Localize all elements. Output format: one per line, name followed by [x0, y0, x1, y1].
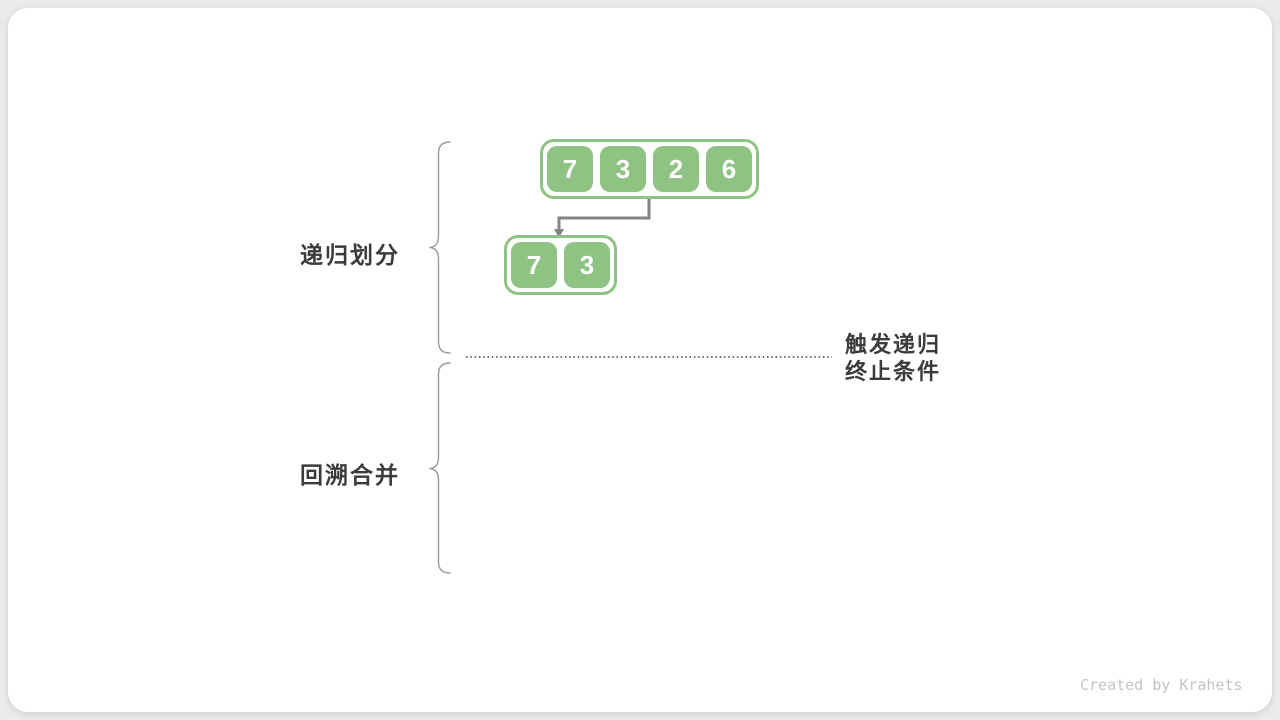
- merge-phase-label: 回溯合并: [300, 462, 400, 488]
- divide-phase-label: 递归划分: [300, 242, 400, 268]
- termination-condition-line1: 触发递归: [845, 332, 942, 357]
- array-cell: 6: [706, 146, 752, 192]
- array-cell: 7: [511, 242, 557, 288]
- array-cell: 3: [564, 242, 610, 288]
- array-cell: 3: [600, 146, 646, 192]
- termination-condition-label: 触发递归 终止条件: [845, 331, 941, 385]
- termination-condition-line2: 终止条件: [845, 359, 942, 384]
- array-cell: 2: [653, 146, 699, 192]
- credit-text: Created by Krahets: [1080, 676, 1243, 694]
- array-cell: 7: [547, 146, 593, 192]
- diagram-card: [8, 8, 1272, 712]
